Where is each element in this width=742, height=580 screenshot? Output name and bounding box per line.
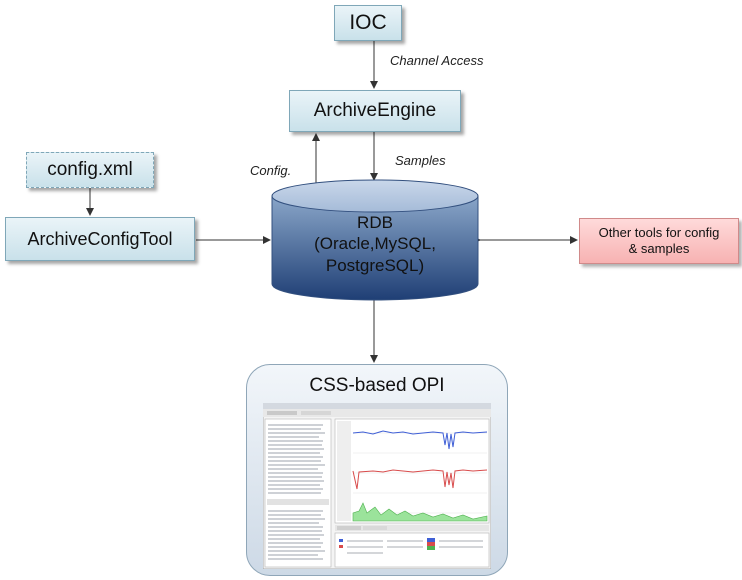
rdb-line2: (Oracle,MySQL, [314,234,436,254]
ioc-label: IOC [349,11,387,34]
rdb-line3: PostgreSQL) [325,255,425,275]
config-edge-label: Config. [250,163,292,178]
rdb-cylinder [271,179,479,301]
config-xml-box: config.xml [26,152,154,188]
archive-engine-label: ArchiveEngine [313,100,437,121]
opi-title: CSS-based OPI [309,375,445,396]
archive-engine-box: ArchiveEngine [289,90,461,132]
ioc-box: IOC [334,5,402,41]
config-xml-label: config.xml [47,159,133,180]
other-tools-label-line1: Other tools for config [598,224,720,240]
opi-screenshot-thumbnail [263,403,491,569]
other-tools-box: Other tools for config & samples [579,218,739,264]
channel-access-label: Channel Access [390,53,484,68]
archive-config-tool-label: ArchiveConfigTool [27,228,173,249]
opi-panel: CSS-based OPI [246,364,508,576]
other-tools-label-line2: & samples [628,241,690,256]
rdb-title: RDB [357,213,393,232]
archive-config-tool-box: ArchiveConfigTool [5,217,195,261]
rdb-label: RDB (Oracle,MySQL, PostgreSQL) [272,212,478,276]
samples-edge-label: Samples [395,153,446,168]
